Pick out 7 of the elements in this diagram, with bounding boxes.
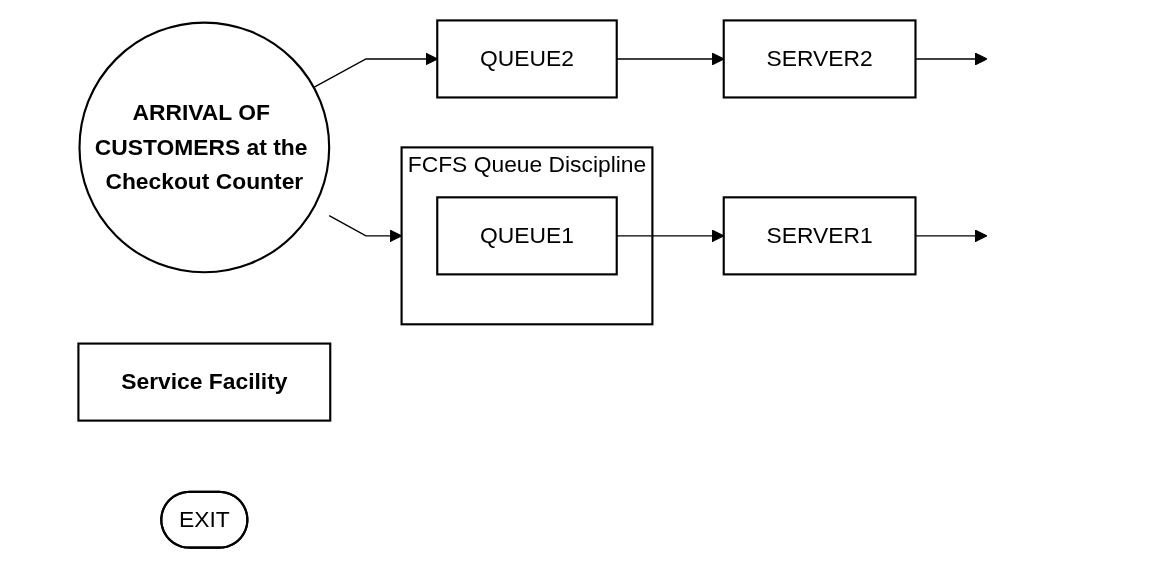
node-box: Service Facility (76, 342, 331, 422)
node-box: QUEUE2 (435, 18, 618, 99)
node-circle: ARRIVAL OF CUSTOMERS at the Checkout Counter (78, 21, 330, 273)
node-box: SERVER2 (722, 18, 917, 99)
node-box: SERVER1 (722, 195, 917, 275)
arrow (328, 214, 402, 242)
node-box: QUEUE1 (435, 195, 618, 275)
